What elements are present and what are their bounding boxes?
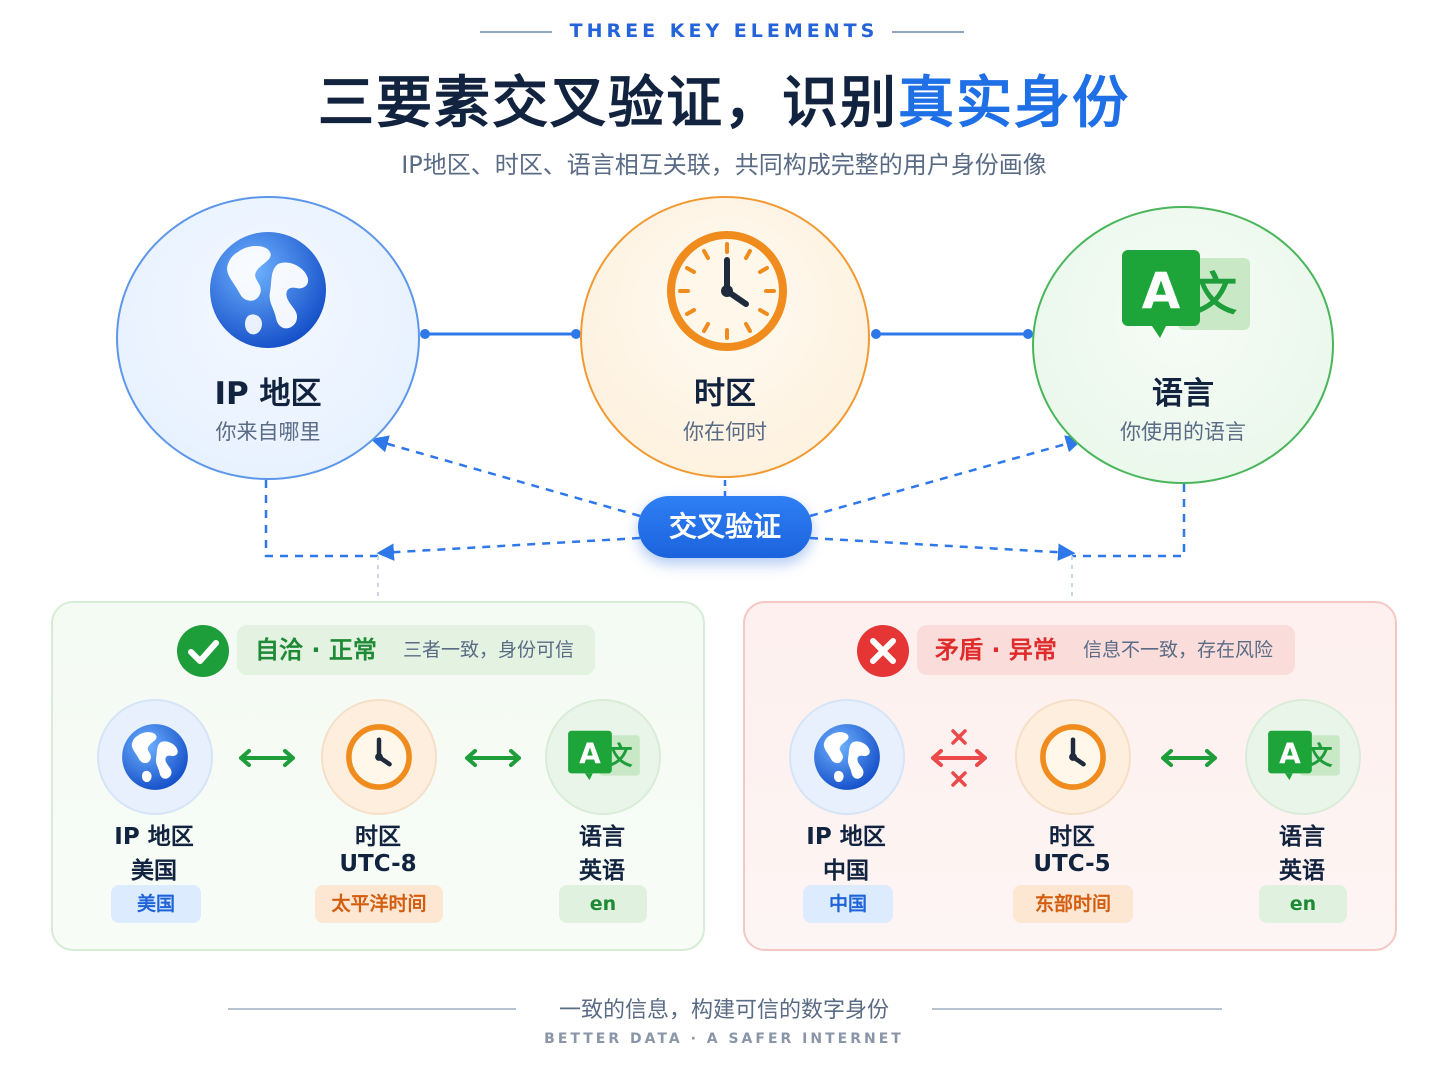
footer-left-line xyxy=(228,1008,516,1010)
dashed-arrow-to-consistent xyxy=(376,536,641,561)
timezone-circle: 时区 你在何时 xyxy=(580,196,870,478)
translate-icon: 文 A xyxy=(1268,730,1340,781)
node-value: 中国 xyxy=(823,858,869,884)
consistent-panel: 自洽 · 正常 三者一致，身份可信 IP 地区 美国 美国 xyxy=(51,601,705,951)
node-value: 英语 xyxy=(1279,858,1325,884)
dashed-arrow-to-ip xyxy=(370,435,641,518)
node-tag: en xyxy=(559,885,647,923)
eyebrow-left-line xyxy=(480,31,552,33)
globe-icon xyxy=(210,232,326,348)
node-tag: 中国 xyxy=(803,885,893,923)
node-language: 文 A 语言 英语 en xyxy=(507,699,697,939)
eyebrow-right-line xyxy=(892,31,964,33)
link-dot xyxy=(1023,329,1033,339)
page-subtitle: IP地区、时区、语言相互关联，共同构成完整的用户身份画像 xyxy=(401,151,1047,179)
clock-icon xyxy=(346,724,412,790)
double-arrow-icon xyxy=(235,738,299,778)
node-ip-region: IP 地区 美国 美国 xyxy=(59,699,249,939)
node-value: UTC-5 xyxy=(1033,851,1111,877)
status-description: 三者一致，身份可信 xyxy=(403,639,575,661)
link-dot xyxy=(420,329,430,339)
timezone-title: 时区 xyxy=(694,376,756,412)
dashed-arrow-to-language xyxy=(809,435,1084,518)
node-tag: 美国 xyxy=(111,885,201,923)
cross-verify-pill: 交叉验证 xyxy=(638,496,812,558)
node-value: 美国 xyxy=(131,858,177,884)
status-badge-consistent: 自洽 · 正常 三者一致，身份可信 xyxy=(237,625,595,675)
node-circle xyxy=(97,699,213,815)
footer-tagline: 一致的信息，构建可信的数字身份 xyxy=(558,998,889,1023)
translate-icon: 文 A xyxy=(1122,250,1250,338)
footer-right-line xyxy=(932,1008,1222,1010)
node-circle xyxy=(321,699,437,815)
svg-text:A: A xyxy=(579,737,601,770)
footer-subline: BETTER DATA · A SAFER INTERNET xyxy=(544,1031,904,1047)
language-subtitle: 你使用的语言 xyxy=(1120,420,1246,444)
link-dot xyxy=(871,329,881,339)
clock-icon xyxy=(667,231,787,351)
ip-region-circle: IP 地区 你来自哪里 xyxy=(116,196,420,480)
node-language: 文 A 语言 英语 en xyxy=(1207,699,1397,939)
translate-icon: 文 A xyxy=(568,730,640,781)
double-arrow-icon xyxy=(461,738,525,778)
node-title: 时区 xyxy=(1049,824,1095,850)
ip-region-subtitle: 你来自哪里 xyxy=(215,420,321,444)
svg-text:A: A xyxy=(1279,737,1301,770)
inconsistent-panel: 矛盾 · 异常 信息不一致，存在风险 IP 地区 中国 中国 xyxy=(743,601,1397,951)
language-title: 语言 xyxy=(1152,376,1214,412)
dashed-arrow-to-inconsistent xyxy=(809,536,1076,561)
node-title: IP 地区 xyxy=(114,824,194,850)
title-highlight: 真实身份 xyxy=(898,71,1130,136)
node-timezone: 时区 UTC-8 太平洋时间 xyxy=(283,699,473,939)
node-title: 语言 xyxy=(1279,824,1325,850)
node-tag: 太平洋时间 xyxy=(315,885,443,923)
node-tag: 东部时间 xyxy=(1013,885,1133,923)
svg-text:A: A xyxy=(1142,262,1181,320)
node-timezone: 时区 UTC-5 东部时间 xyxy=(977,699,1167,939)
globe-icon xyxy=(122,724,188,790)
status-title: 矛盾 · 异常 xyxy=(935,636,1057,664)
timezone-subtitle: 你在何时 xyxy=(683,420,767,444)
globe-icon xyxy=(814,724,880,790)
node-tag: en xyxy=(1259,885,1347,923)
status-title: 自洽 · 正常 xyxy=(255,636,377,664)
broken-arrow-icon xyxy=(927,725,991,791)
cross-icon xyxy=(857,625,909,677)
node-value: 英语 xyxy=(579,858,625,884)
title-main: 三要素交叉验证，识别 xyxy=(318,71,898,136)
node-title: 时区 xyxy=(355,824,401,850)
link-dot xyxy=(571,329,581,339)
clock-icon xyxy=(1040,724,1106,790)
double-arrow-icon xyxy=(1157,738,1221,778)
node-circle: 文 A xyxy=(1245,699,1361,815)
check-icon xyxy=(177,625,229,677)
node-circle: 文 A xyxy=(545,699,661,815)
node-title: 语言 xyxy=(579,824,625,850)
status-description: 信息不一致，存在风险 xyxy=(1083,639,1274,661)
node-ip-region: IP 地区 中国 中国 xyxy=(751,699,941,939)
node-value: UTC-8 xyxy=(339,851,417,877)
eyebrow: THREE KEY ELEMENTS xyxy=(569,20,879,42)
node-circle xyxy=(1015,699,1131,815)
dashed-ip-down xyxy=(264,480,378,558)
node-circle xyxy=(789,699,905,815)
dashed-language-down xyxy=(1072,484,1186,558)
ip-region-title: IP 地区 xyxy=(214,376,322,412)
status-badge-inconsistent: 矛盾 · 异常 信息不一致，存在风险 xyxy=(917,625,1295,675)
node-title: IP 地区 xyxy=(806,824,886,850)
language-circle: 文 A 语言 你使用的语言 xyxy=(1032,206,1334,484)
page-title: 三要素交叉验证，识别真实身份 xyxy=(0,58,1448,139)
